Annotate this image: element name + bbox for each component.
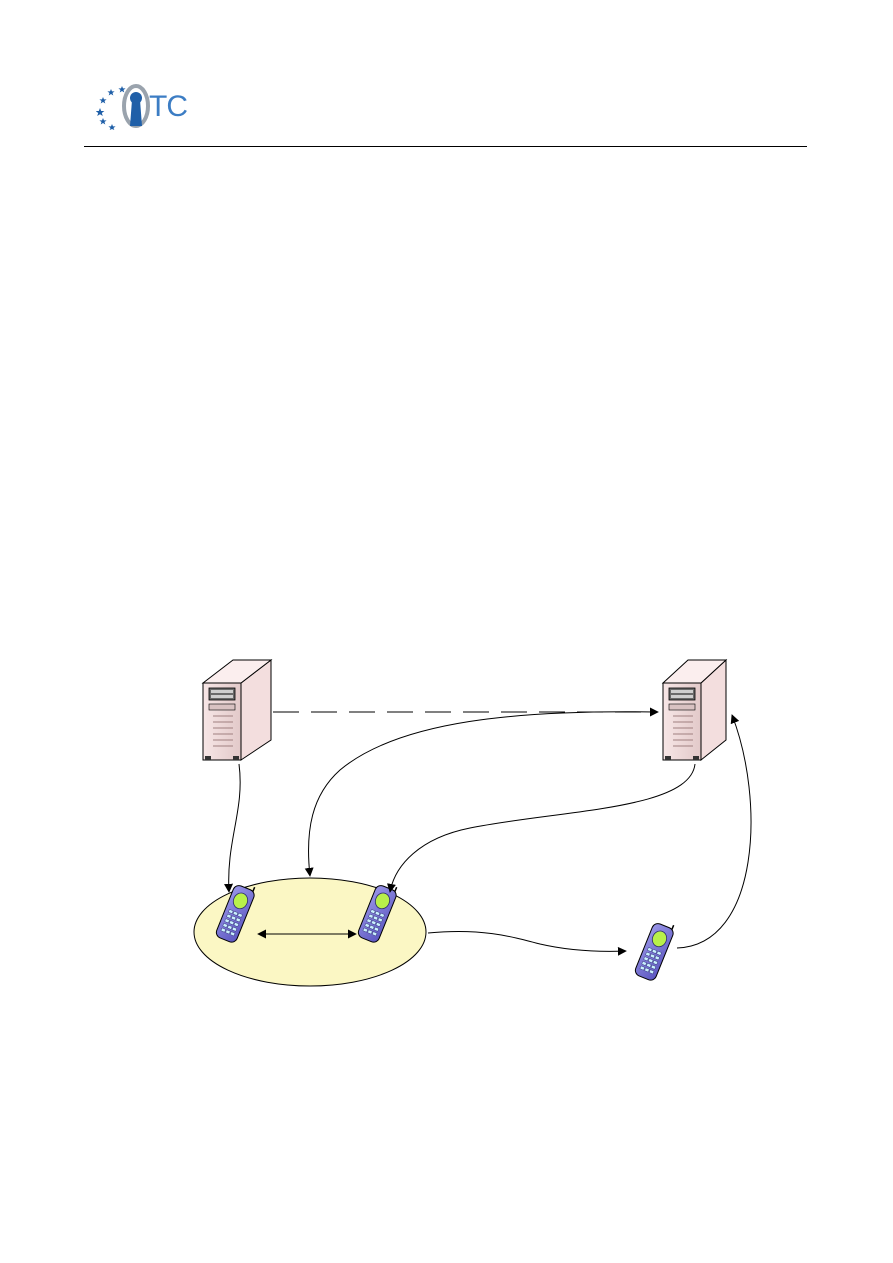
network-diagram: [0, 640, 893, 1020]
edge-group-to-phone-remote: [427, 930, 627, 956]
mobile-phone-icon: [215, 885, 256, 943]
edge-server-right-to-phone-group-right: [387, 763, 696, 893]
server-left: [201, 658, 273, 761]
mobile-phone-icon: [357, 885, 398, 943]
mobile-phone-icon: [634, 923, 675, 981]
header-rule: [84, 146, 807, 147]
diagram-canvas: [193, 658, 752, 987]
edge-server-left-to-group: [224, 763, 241, 893]
server-icon: [201, 658, 273, 761]
phone-group-right: [357, 885, 398, 943]
logo: TC: [95, 84, 206, 130]
logo-text: TC: [149, 90, 188, 123]
server-right: [661, 658, 728, 762]
edge-server-right-to-group: [304, 711, 656, 877]
edge-phone-remote-to-server-right: [676, 714, 752, 949]
phone-remote: [634, 923, 675, 981]
phone-group-left: [215, 885, 256, 943]
server-icon: [661, 658, 728, 762]
logo-keyhole-stars-icon: [95, 84, 150, 130]
page-header: TC: [84, 84, 807, 148]
